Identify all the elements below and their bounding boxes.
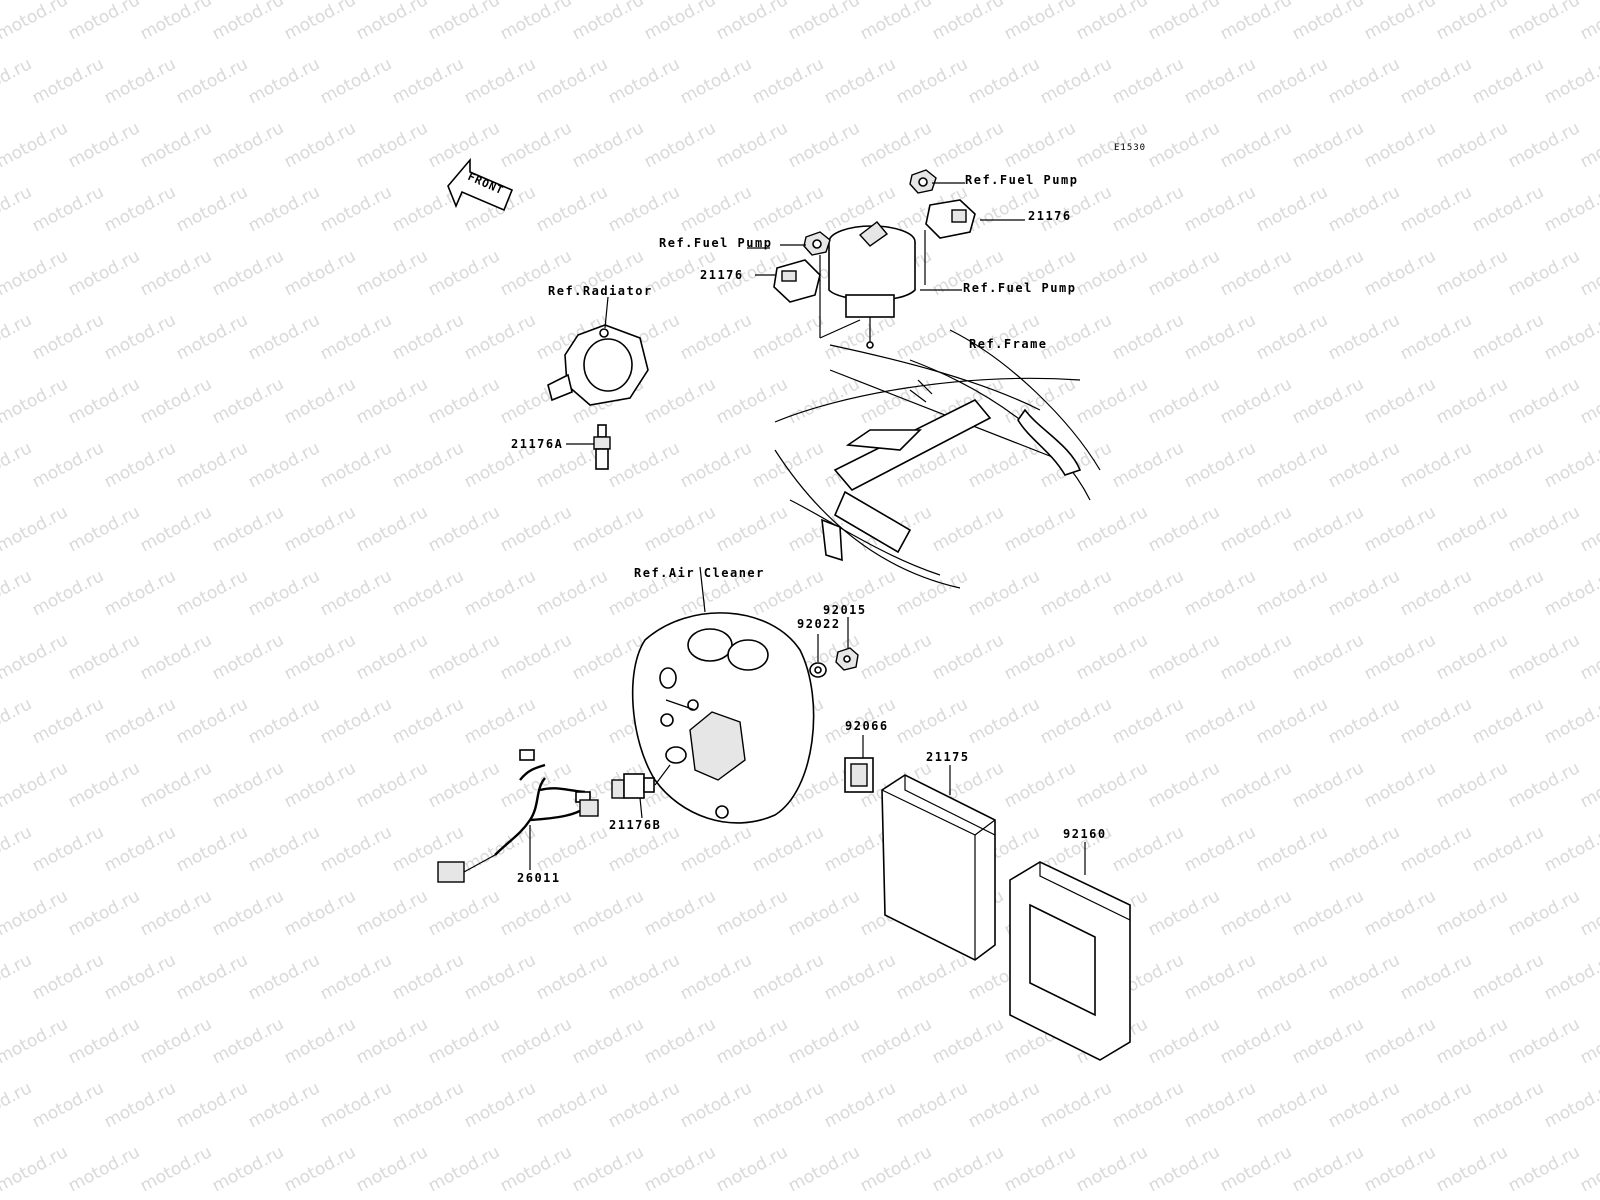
wiring-harness-26011 (437, 749, 599, 883)
fuel-pump-nut-top (909, 169, 937, 194)
fuel-pump-assembly (828, 221, 916, 349)
washer-92022 (809, 634, 827, 678)
label-ref-frame[interactable]: Ref.Frame (969, 337, 1048, 351)
sensor-21176B (611, 764, 671, 819)
label-part-21176-right[interactable]: 21176 (1028, 209, 1072, 223)
diagram-code: E1530 (1114, 143, 1147, 153)
label-ref-fuel-pump-top[interactable]: Ref.Fuel Pump (965, 173, 1079, 187)
sensor-21176-right (925, 199, 976, 239)
sensor-21176-left (773, 259, 821, 303)
frame-drawing (774, 329, 1101, 589)
label-ref-fuel-pump-left[interactable]: Ref.Fuel Pump (659, 236, 773, 250)
label-part-92066[interactable]: 92066 (845, 719, 889, 733)
fuel-pump-nut-left (803, 231, 831, 256)
label-part-92160[interactable]: 92160 (1063, 827, 1107, 841)
label-ref-fuel-pump-right[interactable]: Ref.Fuel Pump (963, 281, 1077, 295)
label-part-21176A[interactable]: 21176A (511, 437, 564, 451)
label-part-21176B[interactable]: 21176B (609, 818, 662, 832)
ecu-21175 (881, 765, 996, 961)
label-part-92022[interactable]: 92022 (797, 617, 841, 631)
label-part-21176-left[interactable]: 21176 (700, 268, 744, 282)
air-cleaner-plate (631, 566, 815, 824)
label-part-21175[interactable]: 21175 (926, 750, 970, 764)
sensor-21176A (566, 424, 611, 470)
radiator-thermostat-housing (547, 296, 649, 406)
label-part-26011[interactable]: 26011 (517, 871, 561, 885)
cover-92160 (1009, 842, 1131, 1061)
front-arrow-icon: FRONT (447, 157, 514, 212)
connector-92066 (844, 735, 874, 793)
label-ref-radiator[interactable]: Ref.Radiator (548, 284, 653, 298)
label-ref-air-cleaner[interactable]: Ref.Air Cleaner (634, 566, 765, 580)
nut-92015 (835, 617, 859, 671)
label-part-92015[interactable]: 92015 (823, 603, 867, 617)
